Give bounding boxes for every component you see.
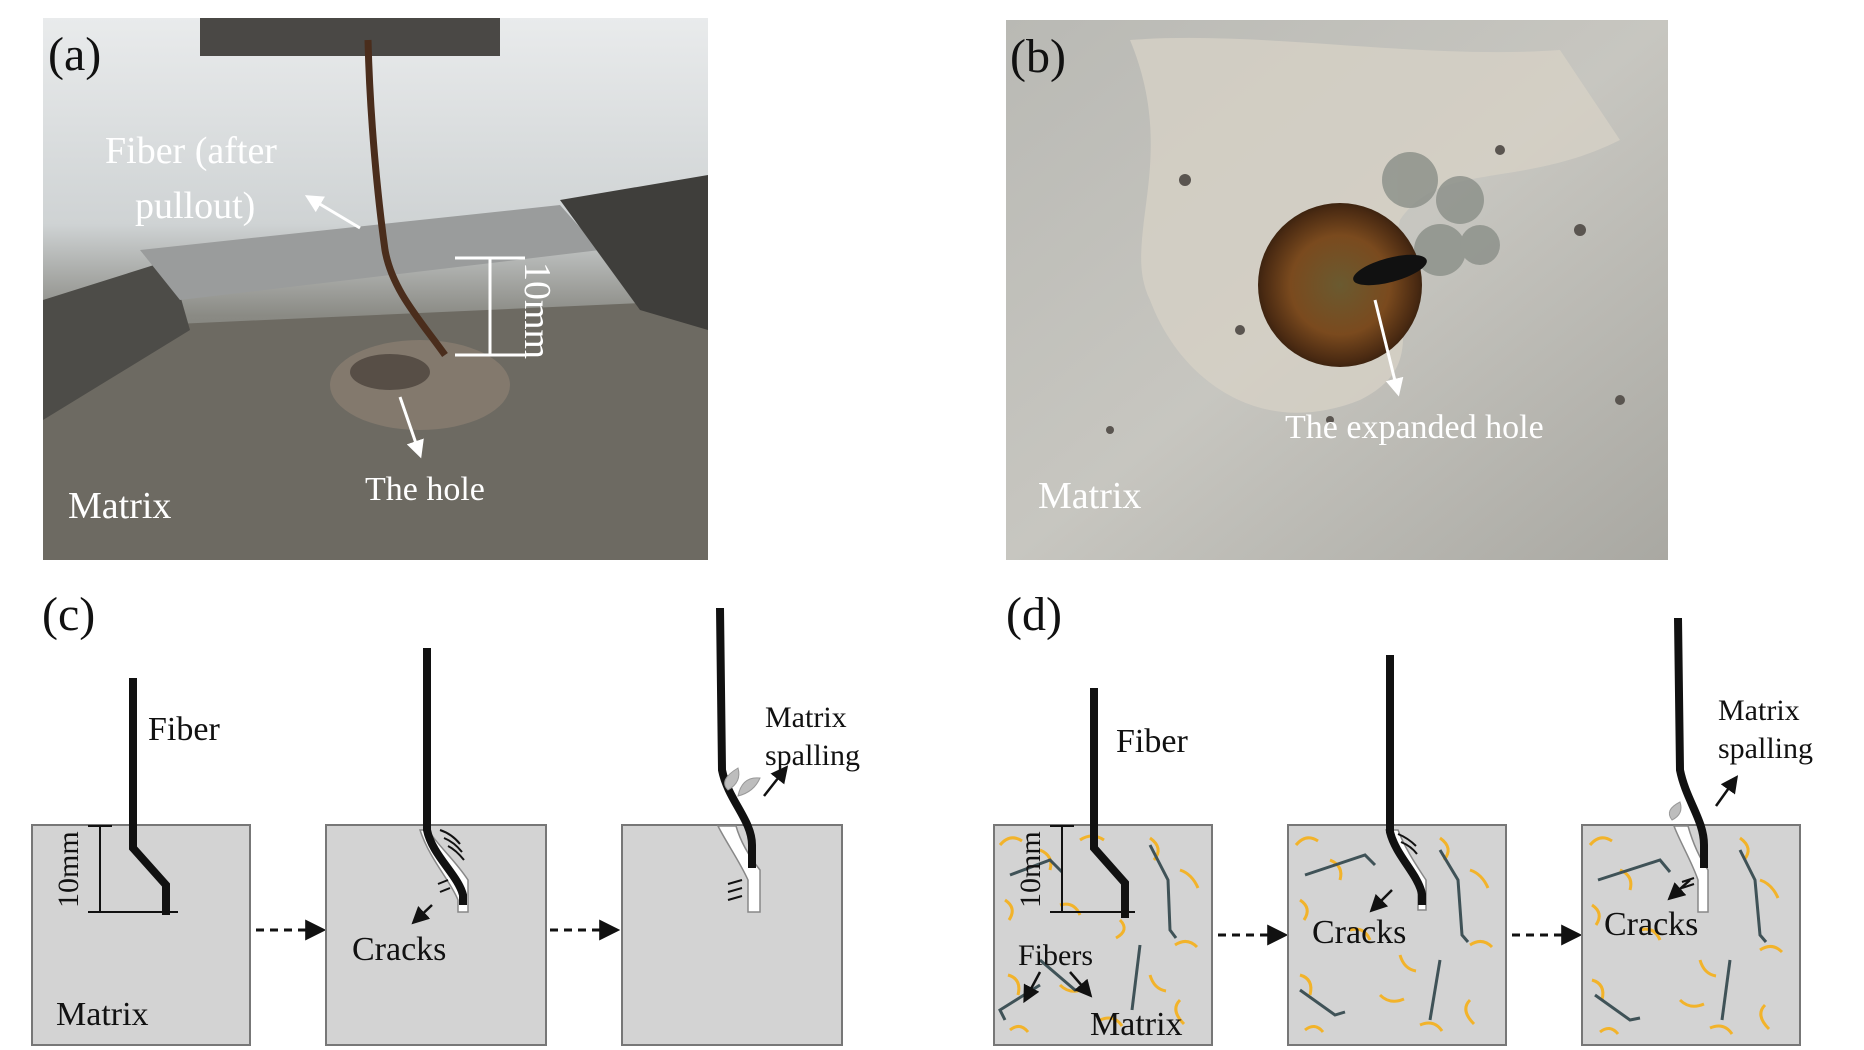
panel-a-photo: (a) Fiber (after pullout) 10mm The hole … — [43, 18, 708, 560]
spalling-fragments-d3 — [1668, 801, 1682, 821]
fiber-c3 — [716, 607, 756, 868]
panel-c-label: (c) — [42, 588, 95, 641]
panel-a-label: (a) — [48, 28, 101, 81]
spalling-arrow-c3 — [763, 765, 789, 797]
spalling-arrow-d3 — [1714, 775, 1739, 807]
fibers-label: Fibers — [1018, 939, 1093, 972]
hole-arrow — [398, 396, 424, 459]
crack-marks-c2 — [437, 829, 465, 893]
crack-void-d3 — [1672, 825, 1709, 913]
expanded-hole-arrow — [1373, 299, 1404, 397]
fiber-caption-line1: Fiber (after — [105, 130, 277, 172]
matrix-c-label: Matrix — [56, 996, 149, 1033]
synthetic-fibers-d2 — [1294, 836, 1494, 1033]
panel-b-photo: (b) The expanded hole Matrix — [1006, 20, 1668, 560]
panel-b-label: (b) — [1010, 30, 1066, 83]
cracks-d-label-2: Cracks — [1604, 906, 1698, 943]
spalling-fragments-c3 — [724, 767, 761, 797]
cracks-d-label-1: Cracks — [1312, 914, 1406, 951]
matrix-caption: Matrix — [68, 485, 171, 527]
dimension-c1 — [88, 825, 178, 913]
fiber-c-label: Fiber — [148, 711, 220, 748]
fiber-d-label: Fiber — [1116, 723, 1188, 760]
panel-d-label: (d) — [1006, 588, 1062, 641]
expanded-hole-caption: The expanded hole — [1285, 409, 1544, 446]
fibers-arrow-2 — [1069, 971, 1093, 998]
fiber-caption-line2: pullout) — [135, 185, 255, 227]
cracks-arrow-d3 — [1667, 879, 1691, 901]
panel-d-diagram: (d) — [993, 588, 1813, 1046]
fibers-arrow-1 — [1023, 971, 1042, 1004]
dimension-d1-label: 10mm — [1014, 831, 1047, 908]
panel-c-diagram: (c) 10mm Fiber Matrix Cracks — [31, 588, 860, 1046]
fiber-c2 — [423, 648, 467, 905]
spalling-d-line1: Matrix — [1718, 694, 1800, 727]
dimension-c1-label: 10mm — [52, 831, 85, 908]
spalling-c-line1: Matrix — [765, 701, 847, 734]
dimension-d1 — [1050, 825, 1135, 913]
matrix-d-label: Matrix — [1090, 1006, 1183, 1043]
crack-marks-d2 — [1397, 833, 1418, 855]
synthetic-fibers-d1 — [998, 834, 1200, 1033]
cracks-c-label: Cracks — [352, 931, 446, 968]
crack-marks-c3 — [727, 879, 743, 901]
dimension-label: 10mm — [516, 262, 558, 359]
fiber-d2 — [1386, 655, 1426, 905]
cracks-arrow-d2 — [1369, 889, 1393, 913]
spalling-d-line2: spalling — [1718, 732, 1813, 765]
hole-caption: The hole — [365, 471, 485, 508]
cracks-arrow-c2 — [411, 904, 433, 925]
steel-fibers-d2 — [1299, 849, 1470, 1021]
fiber-c1 — [129, 678, 170, 915]
dimension-marker — [455, 256, 525, 357]
fiber-arrow — [304, 195, 361, 230]
fiber-d3 — [1674, 617, 1708, 868]
spalling-c-line2: spalling — [765, 739, 860, 772]
steel-fibers-d3 — [1594, 849, 1768, 1022]
matrix-block-c3 — [621, 824, 843, 1046]
crack-void-c3 — [716, 825, 761, 913]
fiber-d1 — [1090, 688, 1129, 918]
matrix-b-caption: Matrix — [1038, 475, 1141, 517]
